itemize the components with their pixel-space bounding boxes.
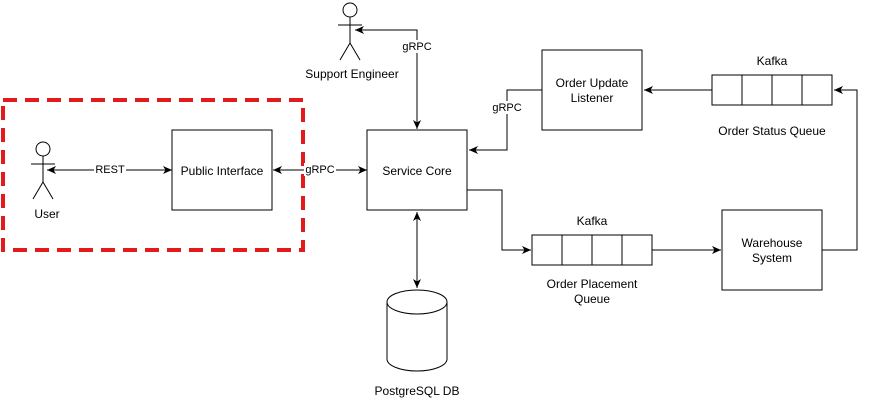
order-update-listener-label-2: Listener <box>571 91 614 105</box>
order-status-queue-label: Order Status Queue <box>718 124 826 138</box>
order-placement-queue-node: Kafka Order Placement Queue <box>531 214 653 306</box>
order-placement-queue-tech: Kafka <box>577 214 608 228</box>
warehouse-system-label-1: Warehouse <box>742 236 803 250</box>
warehouse-system-label-2: System <box>752 251 792 265</box>
edge-label-rest: REST <box>95 164 125 176</box>
order-update-listener-label-1: Order Update <box>556 76 629 90</box>
edge-label-grpc-listener: gRPC <box>492 102 521 114</box>
public-interface-node: Public Interface <box>171 129 273 211</box>
support-engineer-label: Support Engineer <box>305 67 398 81</box>
user-label: User <box>34 207 59 221</box>
warehouse-system-node: Warehouse System <box>721 209 823 291</box>
public-interface-label: Public Interface <box>181 164 264 178</box>
order-update-listener-node: Order Update Listener <box>541 49 643 131</box>
postgresql-db-node: PostgreSQL DB <box>375 289 460 398</box>
service-core-label: Service Core <box>382 164 452 178</box>
edge-label-grpc-public: gRPC <box>305 164 334 176</box>
edge-label-grpc-support: gRPC <box>402 41 431 53</box>
postgresql-db-label: PostgreSQL DB <box>375 384 460 398</box>
order-placement-queue-label-1: Order Placement <box>547 277 638 291</box>
order-status-queue-node: Kafka Order Status Queue <box>711 54 833 138</box>
order-placement-queue-label-2: Queue <box>574 292 610 306</box>
user-actor: User <box>31 141 60 221</box>
edge-user-public: REST <box>47 163 172 176</box>
support-engineer-actor: Support Engineer <box>305 2 399 81</box>
edge-core-placement <box>467 189 531 254</box>
edge-public-core: gRPC <box>273 163 367 176</box>
edge-warehouse-status <box>822 86 858 251</box>
order-status-queue-tech: Kafka <box>757 54 788 68</box>
highlight-region <box>1 98 305 252</box>
service-core-node: Service Core <box>366 129 468 211</box>
edge-listener-core: gRPC <box>469 89 542 154</box>
edge-core-support: gRPC <box>355 26 433 129</box>
